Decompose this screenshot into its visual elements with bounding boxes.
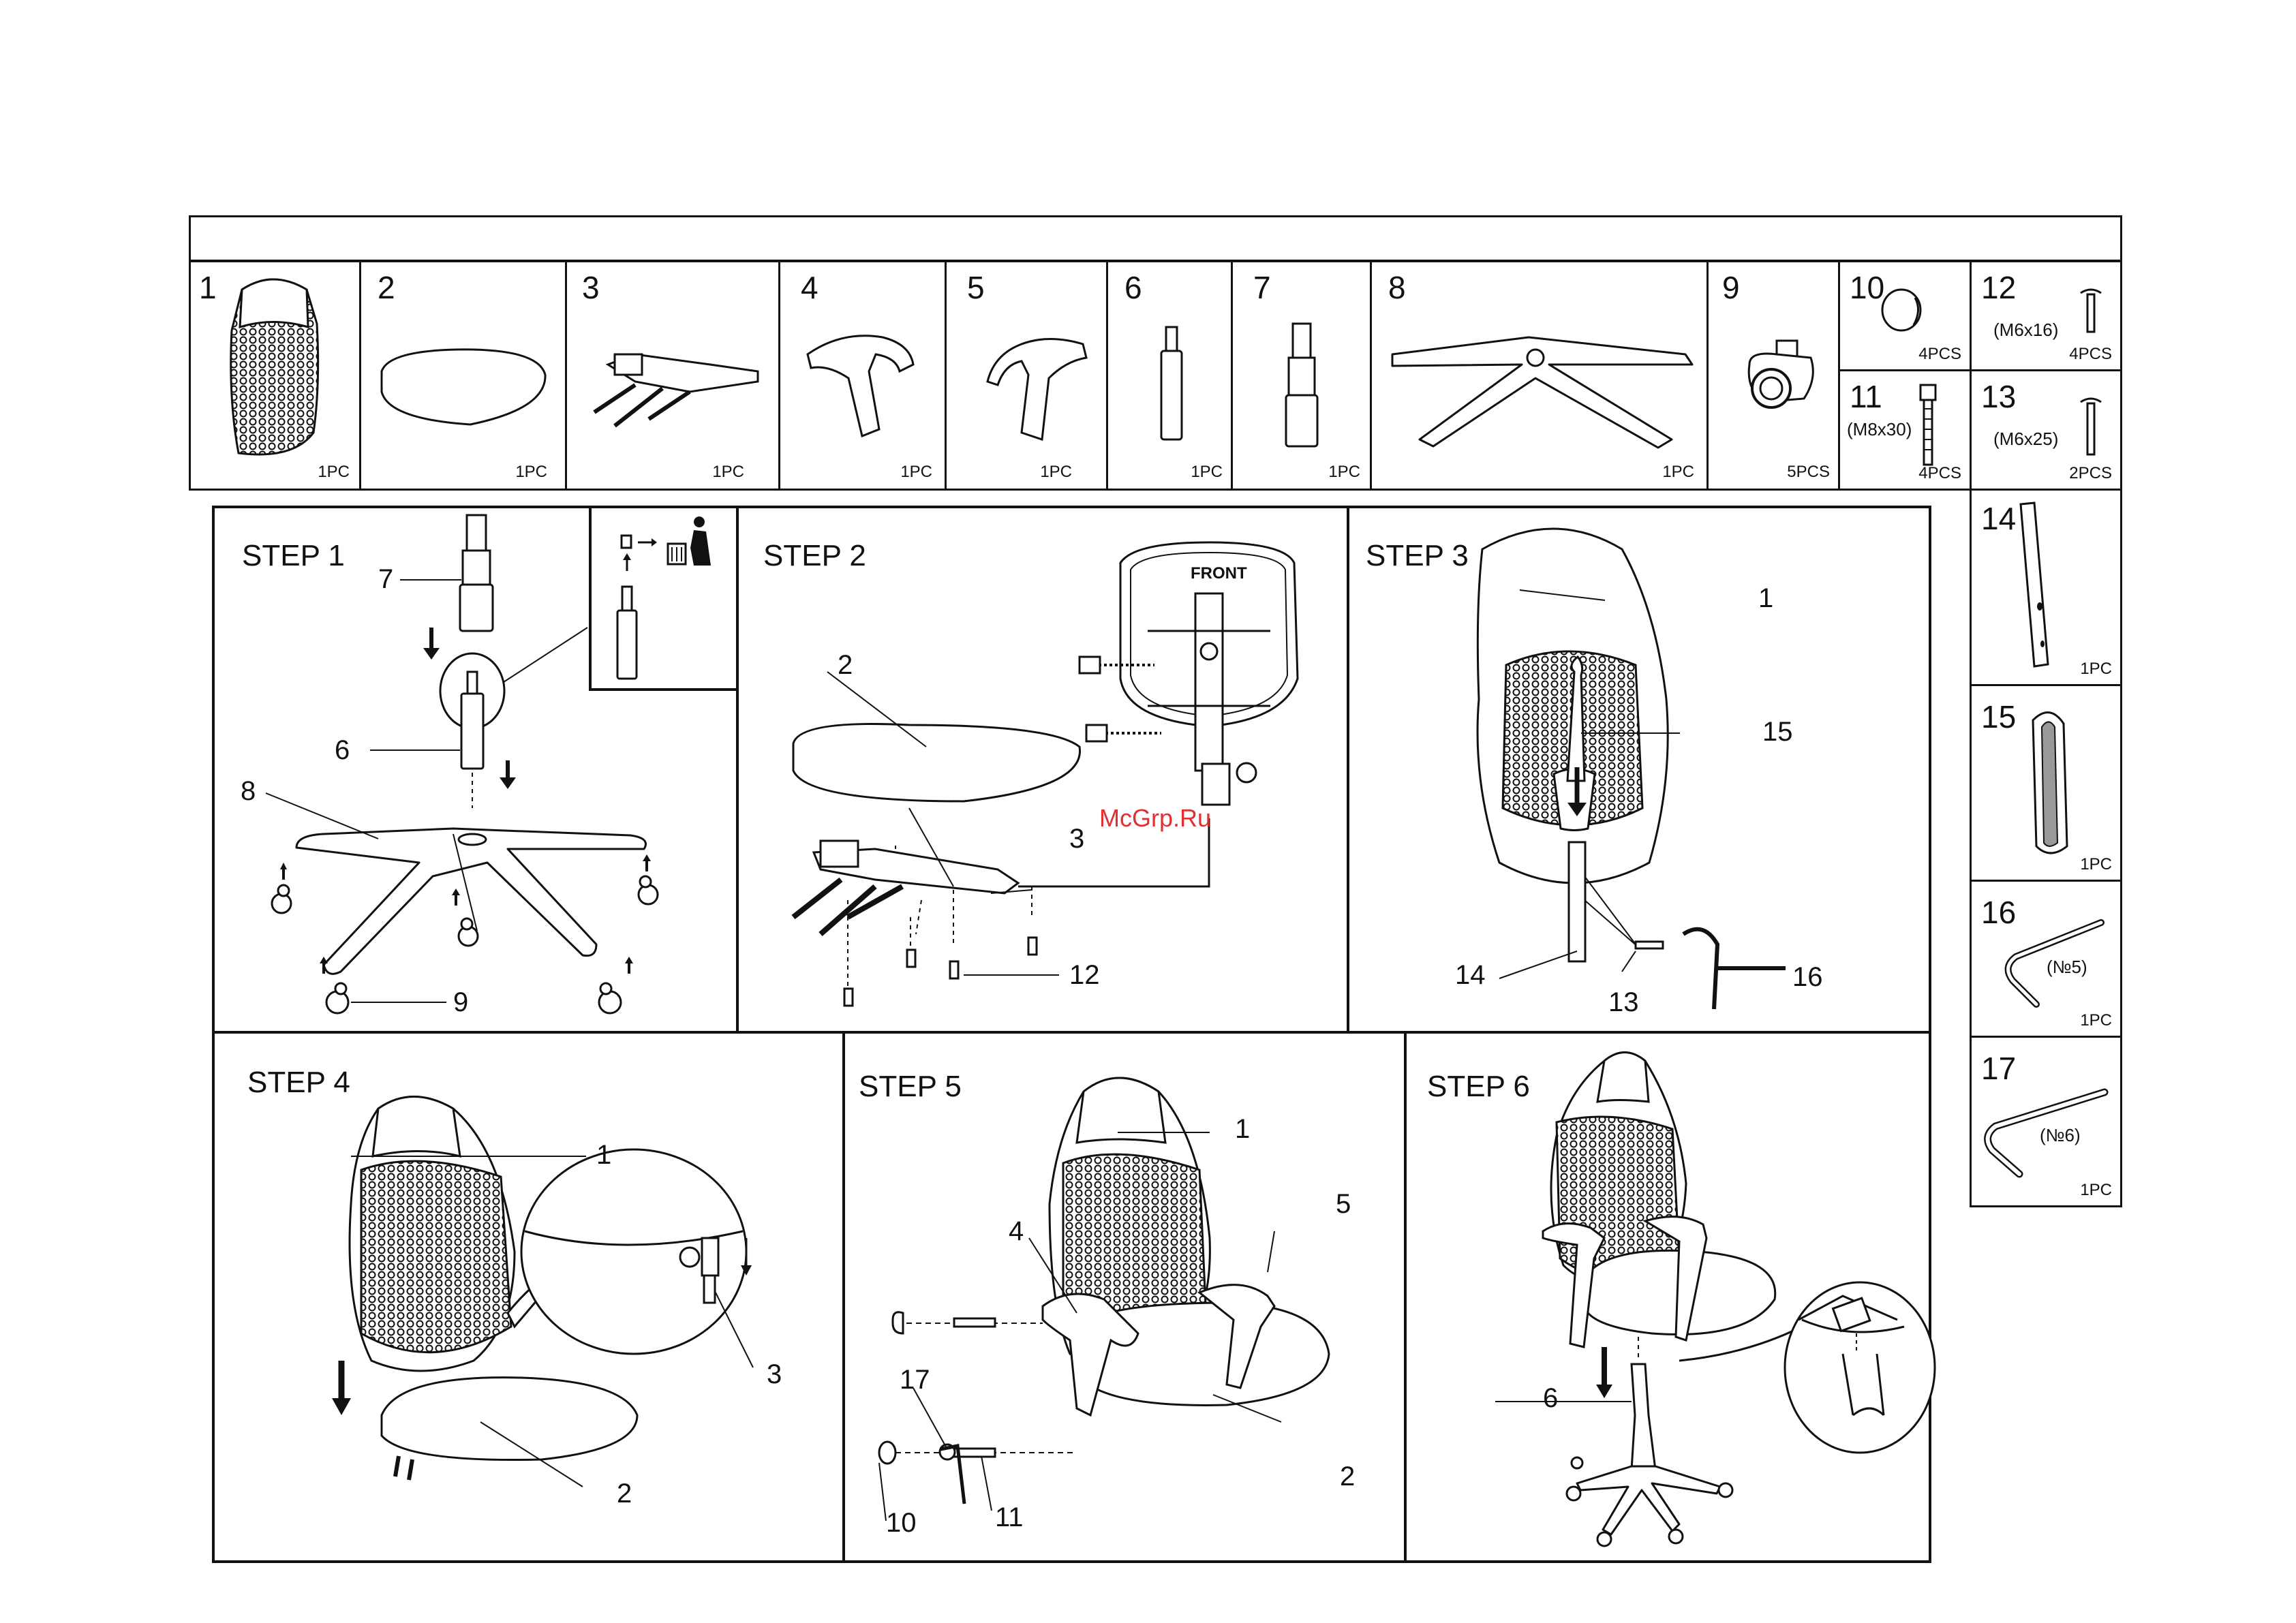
part-qty: 1PC [1191, 464, 1223, 480]
part-cell-14: 14 1PC [1970, 489, 2122, 686]
step-5-drawing [845, 1034, 1409, 1566]
seat-icon [361, 262, 569, 493]
label-13: 13 [1608, 989, 1639, 1016]
header-bar [189, 215, 2122, 262]
part-cell-8: 8 1PC [1370, 260, 1709, 491]
step-3-panel: STEP 3 1 15 14 13 16 [1347, 506, 1931, 1034]
part-qty: 1PC [2080, 1013, 2112, 1029]
label-1: 1 [596, 1141, 611, 1169]
part-cell-15: 15 1PC [1970, 684, 2122, 882]
caster-icon [1709, 262, 1842, 493]
step-3-drawing [1349, 508, 1934, 1036]
step-4-drawing [215, 1034, 848, 1566]
label-2: 2 [838, 651, 853, 679]
part-qty: 1PC [1040, 464, 1072, 480]
label-16: 16 [1792, 963, 1823, 991]
step-1-drawing [215, 508, 741, 1036]
step-5-panel: STEP 5 1 4 5 17 10 11 2 [842, 1031, 1407, 1563]
armrest-left-icon [780, 262, 949, 493]
step-4-panel: STEP 4 1 3 2 [212, 1031, 845, 1563]
part-cell-4: 4 1PC [778, 260, 947, 491]
part-cell-7: 7 1PC [1231, 260, 1372, 491]
label-15: 15 [1762, 718, 1793, 745]
label-8: 8 [241, 777, 256, 805]
part-qty: 1PC [318, 464, 350, 480]
part-qty: 4PCS [1918, 465, 1961, 482]
part-qty: 1PC [712, 464, 744, 480]
watermark: McGrp.Ru [1099, 804, 1211, 833]
part-qty: 1PC [900, 464, 932, 480]
label-1: 1 [1758, 585, 1773, 612]
part-qty: 1PC [515, 464, 547, 480]
step-6-panel: STEP 6 6 [1404, 1031, 1931, 1563]
part-cell-11: 11 (M8x30) 4PCS [1838, 369, 1972, 491]
part-cell-1: 1 1PC [189, 260, 361, 491]
backrest-icon [191, 262, 363, 493]
part-cell-13: 13 (M6x25) 2PCS [1970, 369, 2122, 491]
part-cell-17: 17 (№6) 1PC [1970, 1036, 2122, 1207]
label-4: 4 [1009, 1218, 1024, 1245]
part-qty: 1PC [2080, 661, 2112, 677]
part-qty: 1PC [1328, 464, 1360, 480]
gas-lift-icon [1233, 262, 1374, 493]
step-1-panel: STEP 1 [212, 506, 739, 1034]
part-qty: 5PCS [1787, 464, 1830, 480]
star-base-icon [1372, 262, 1711, 493]
part-cell-6: 6 1PC [1106, 260, 1233, 491]
back-bracket-icon [1972, 491, 2124, 688]
label-10: 10 [886, 1509, 917, 1536]
step-6-drawing [1407, 1034, 1934, 1566]
label-17: 17 [900, 1366, 930, 1393]
front-label: FRONT [1191, 564, 1247, 583]
label-3: 3 [1069, 825, 1084, 852]
label-6: 6 [335, 737, 350, 764]
part-qty: 4PCS [1918, 346, 1961, 362]
part-cell-3: 3 1PC [565, 260, 780, 491]
part-cell-10: 10 4PCS [1838, 260, 1972, 371]
part-qty: 4PCS [2069, 346, 2112, 362]
label-2: 2 [617, 1480, 632, 1507]
label-7: 7 [378, 566, 393, 593]
mechanism-icon [567, 262, 782, 493]
part-qty: 2PCS [2069, 465, 2112, 482]
cylinder-cover-icon [1108, 262, 1235, 493]
label-2: 2 [1340, 1463, 1355, 1490]
label-6: 6 [1543, 1385, 1558, 1412]
part-cell-5: 5 1PC [945, 260, 1108, 491]
part-cell-16: 16 (№5) 1PC [1970, 880, 2122, 1038]
label-11: 11 [995, 1504, 1024, 1531]
label-1: 1 [1235, 1115, 1250, 1143]
label-14: 14 [1455, 961, 1486, 989]
label-9: 9 [453, 989, 468, 1016]
part-qty: 1PC [2080, 1182, 2112, 1199]
step-2-drawing [739, 508, 1352, 1036]
part-cell-12: 12 (M6x16) 4PCS [1970, 260, 2122, 371]
label-5: 5 [1336, 1190, 1351, 1218]
step-2-panel: STEP 2 FRONT 2 3 12 [736, 506, 1349, 1034]
label-12: 12 [1069, 961, 1100, 989]
part-qty: 1PC [1662, 464, 1694, 480]
back-cover-icon [1972, 686, 2124, 884]
armrest-right-icon [947, 262, 1110, 493]
part-cell-9: 9 5PCS [1706, 260, 1840, 491]
part-qty: 1PC [2080, 856, 2112, 873]
part-cell-2: 2 1PC [359, 260, 567, 491]
label-3: 3 [767, 1361, 782, 1388]
